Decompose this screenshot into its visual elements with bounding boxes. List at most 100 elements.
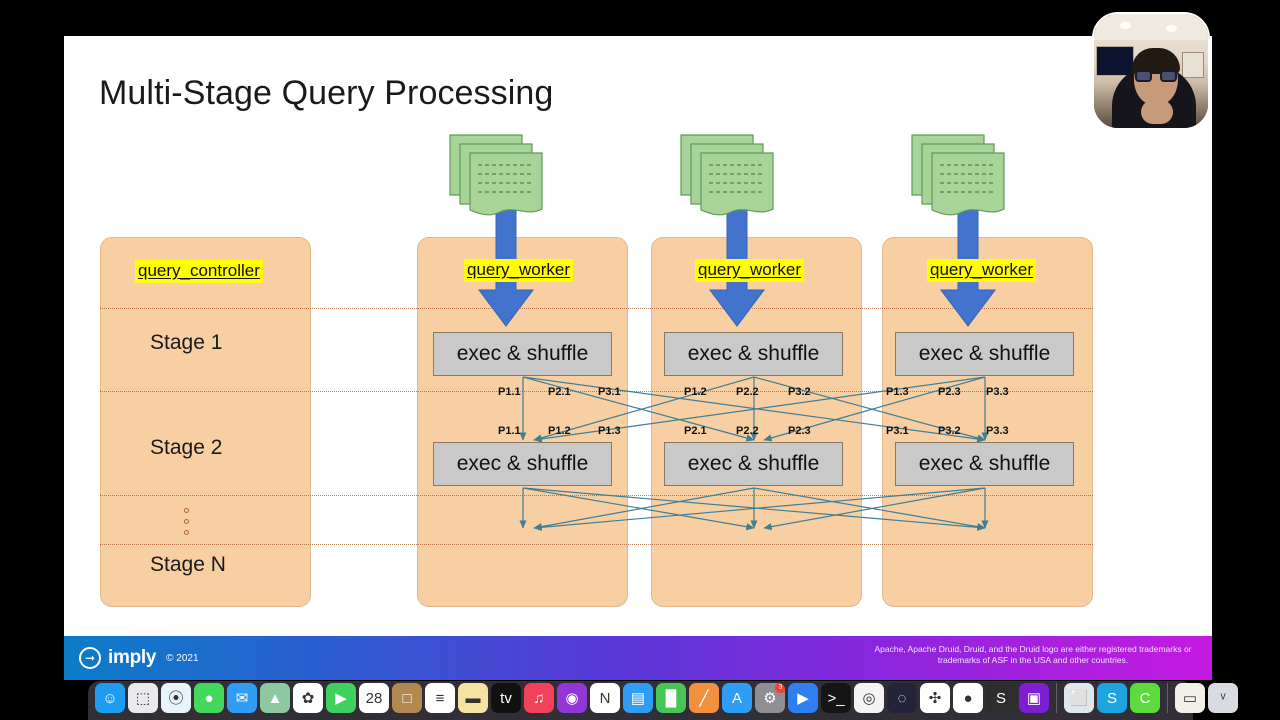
partition-label: P2.3 — [788, 425, 811, 437]
dock-icon-glyph: ▤ — [630, 689, 646, 707]
dock-icon-glyph: ▶ — [797, 689, 809, 707]
stage-label-n: Stage N — [150, 553, 226, 576]
dock-icon-obs-studio[interactable]: ◌ — [887, 683, 917, 713]
dock-icon-finder[interactable]: ☺ — [95, 683, 125, 713]
dock-icon-google-chrome[interactable]: ● — [953, 683, 983, 713]
exec-shuffle-box: exec & shuffle — [664, 332, 843, 376]
dock-icon-glyph: S — [995, 689, 1006, 707]
partition-label: P3.3 — [986, 425, 1009, 437]
stage-divider-4 — [100, 544, 1093, 545]
dock-icon-numbers[interactable]: █ — [656, 683, 686, 713]
wall-picture — [1182, 52, 1204, 78]
dock-icon-glyph: ▶ — [335, 689, 347, 707]
partition-label: P1.1 — [498, 386, 521, 398]
dock-icon-glyph: ⬜ — [1069, 689, 1089, 707]
presenter-hair — [1132, 48, 1180, 74]
dock-icon-glyph: ◎ — [862, 689, 876, 707]
label-query-worker-2: query_worker — [695, 259, 804, 282]
partition-label: P3.1 — [598, 386, 621, 398]
dock-icon-glyph: N — [599, 689, 611, 707]
dock-icon-glyph: C — [1139, 689, 1151, 707]
document-stack-icon — [680, 134, 774, 216]
dock-icon-slack[interactable]: ✣ — [920, 683, 950, 713]
dock-icon-zoom[interactable]: ▶ — [788, 683, 818, 713]
dock-icon-glyph: S — [1106, 689, 1117, 707]
dock-icon-terminal[interactable]: >_ — [821, 683, 851, 713]
partition-label: P3.1 — [886, 425, 909, 437]
dock-icon-system-preferences[interactable]: ⚙3 — [755, 683, 785, 713]
dock-icon-facetime[interactable]: ▶ — [326, 683, 356, 713]
dock-icon-glyph: ✣ — [928, 689, 942, 707]
dock-icon-skype[interactable]: S — [1097, 683, 1127, 713]
dock-icon-calendar[interactable]: 28 — [359, 683, 389, 713]
dock-icon-glyph: >_ — [827, 689, 845, 707]
partition-label: P3.2 — [788, 386, 811, 398]
webcam-ceiling — [1094, 14, 1208, 40]
partition-label: P2.2 — [736, 425, 759, 437]
label-query-worker-3: query_worker — [927, 259, 1036, 282]
dock-icon-notes[interactable]: ▬ — [458, 683, 488, 713]
dock-icon-podcasts[interactable]: ◉ — [557, 683, 587, 713]
dock-badge: 3 — [775, 683, 785, 693]
document-stack-icon — [449, 134, 543, 216]
dock-icon-glyph: █ — [665, 689, 677, 707]
dock-icon-camtasia[interactable]: C — [1130, 683, 1160, 713]
dock-separator — [1056, 683, 1057, 713]
dock-icon-glyph: ✉ — [235, 689, 249, 707]
dock-icon-sublime-text[interactable]: S — [986, 683, 1016, 713]
partition-label: P3.3 — [986, 386, 1009, 398]
dock-icon-glyph: ▬ — [465, 689, 481, 707]
presenter-hands — [1141, 100, 1173, 124]
dock-icon-news[interactable]: N — [590, 683, 620, 713]
dock-icon-music[interactable]: ♫ — [524, 683, 554, 713]
dock-icon-photos[interactable]: ✿ — [293, 683, 323, 713]
dock-icon-messages[interactable]: ● — [194, 683, 224, 713]
dock-icon-screen-sharing[interactable]: ⬜ — [1064, 683, 1094, 713]
dock-icon-glyph: ≡ — [435, 689, 445, 707]
dock-icon-launchpad[interactable]: ⬚ — [128, 683, 158, 713]
dock-icon-glyph: ▣ — [1026, 689, 1042, 707]
dock-icon-app-store[interactable]: A — [722, 683, 752, 713]
dock-icon-glyph: ⬚ — [135, 689, 151, 707]
dock-icon-trash[interactable]: ᵛ — [1208, 683, 1238, 713]
dock-icon-mail[interactable]: ✉ — [227, 683, 257, 713]
partition-label: P2.1 — [684, 425, 707, 437]
dock-icon-glyph: 28 — [365, 689, 383, 707]
dock-icon-apple-tv[interactable]: tv — [491, 683, 521, 713]
imply-logo: ➞ imply © 2021 — [79, 647, 199, 669]
dock-icon-reminders[interactable]: ≡ — [425, 683, 455, 713]
dock-icon-glyph: ╱ — [699, 689, 709, 707]
stage-divider-1 — [100, 308, 1093, 309]
partition-label: P1.2 — [684, 386, 707, 398]
trademark-notice: Apache, Apache Druid, Druid, and the Dru… — [874, 644, 1192, 666]
dock-icon-screenflow[interactable]: ◎ — [854, 683, 884, 713]
dock-icon-glyph: ◉ — [565, 689, 579, 707]
presenter-webcam-overlay[interactable] — [1092, 12, 1210, 130]
wall-picture — [1096, 46, 1134, 76]
dock-icon-keynote[interactable]: ▤ — [623, 683, 653, 713]
partition-label: P2.1 — [548, 386, 571, 398]
partition-label: P1.3 — [886, 386, 909, 398]
dock-icon-pages[interactable]: ╱ — [689, 683, 719, 713]
brand-name: imply — [108, 647, 157, 668]
stage-label-1: Stage 1 — [150, 331, 223, 354]
label-query-controller: query_controller — [135, 260, 263, 283]
partition-label: P3.2 — [938, 425, 961, 437]
exec-shuffle-box: exec & shuffle — [895, 442, 1074, 486]
dock-icon-glyph: A — [731, 689, 742, 707]
dock-icon-document-file[interactable]: ▭ — [1175, 683, 1205, 713]
eyeglasses-icon — [1135, 70, 1177, 82]
dock-icon-glyph: ⦿ — [168, 689, 184, 707]
panel-query-controller — [100, 237, 311, 607]
exec-shuffle-box: exec & shuffle — [895, 332, 1074, 376]
dock-icon-safari[interactable]: ⦿ — [161, 683, 191, 713]
vertical-ellipsis-icon — [184, 508, 189, 535]
dock-icon-glyph: ▲ — [267, 689, 283, 707]
dock-icon-maps[interactable]: ▲ — [260, 683, 290, 713]
dock-icon-glyph: ● — [204, 689, 214, 707]
dock-icon-camera-app[interactable]: ▣ — [1019, 683, 1049, 713]
macos-dock[interactable]: ☺ ⬚ ⦿ ● ✉ ▲ ✿ ▶ 28 □ ≡ ▬ tv ♫ ◉ N ▤ █ ╱ A ⚙3 ▶ >_ ◎ ◌ ✣ ● S ▣ ⬜ S C ▭ᵛ — [88, 681, 1238, 720]
dock-icon-glyph: ♫ — [533, 689, 545, 707]
dock-icon-contacts[interactable]: □ — [392, 683, 422, 713]
